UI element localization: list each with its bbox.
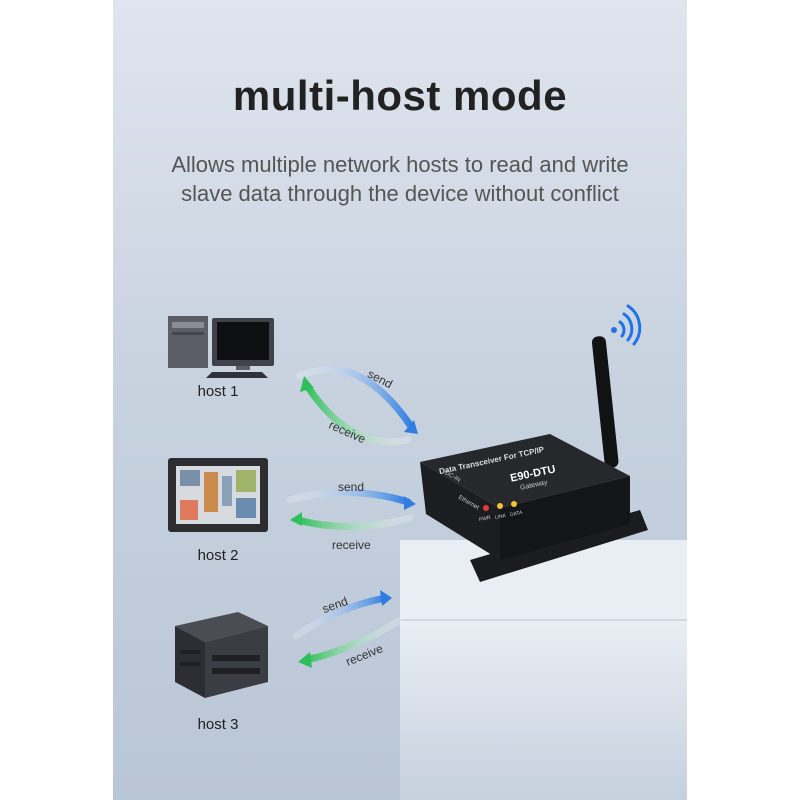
host-3-label: host 3 xyxy=(197,716,239,733)
receive-label-2: receive xyxy=(332,538,371,552)
wifi-icon xyxy=(611,304,642,346)
send-label-2: send xyxy=(338,480,365,494)
host-1-label: host 1 xyxy=(197,383,239,400)
hmi-touch-panel-icon xyxy=(168,458,268,532)
arrow-pair-host-1 xyxy=(296,366,418,446)
page-subtitle: Allows multiple network hosts to read an… xyxy=(113,150,687,208)
plc-module-icon xyxy=(175,612,268,698)
subtitle-line-2: slave data through the device without co… xyxy=(181,181,619,206)
led-pwr xyxy=(483,505,489,511)
shelf xyxy=(400,540,687,800)
arrow-pair-host-3 xyxy=(292,590,404,668)
desktop-computer-icon xyxy=(168,316,274,378)
host-2-label: host 2 xyxy=(197,547,239,564)
page-title: multi-host mode xyxy=(232,72,568,119)
subtitle-line-1: Allows multiple network hosts to read an… xyxy=(171,152,629,177)
arrow-pair-host-2 xyxy=(286,489,416,531)
led-data xyxy=(511,501,517,507)
e90-dtu-device xyxy=(420,336,648,582)
led-link xyxy=(497,503,503,509)
